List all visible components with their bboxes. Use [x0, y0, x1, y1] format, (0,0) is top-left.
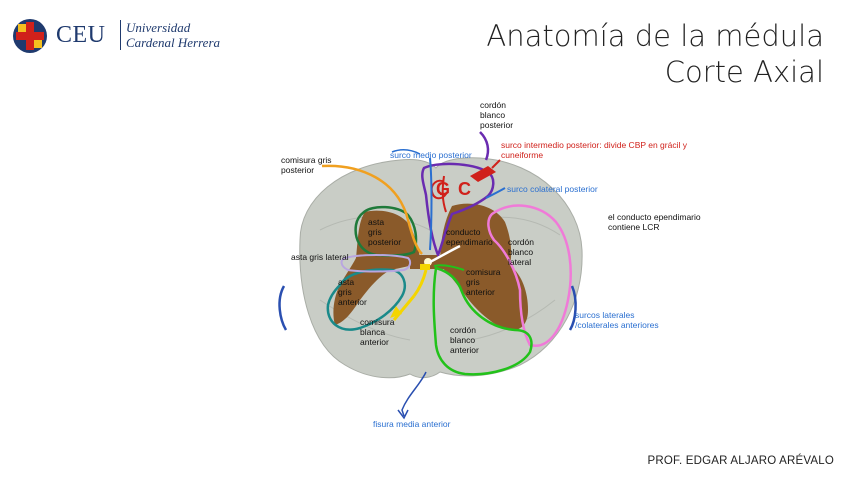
- label-letter-c: C: [458, 179, 471, 199]
- outline-cordon-blanco-anterior: [432, 266, 533, 376]
- label-surco-medio-posterior: surco medio posterior: [390, 150, 472, 160]
- label-surco-colateral-posterior: surco colateral posterior: [507, 184, 598, 194]
- label-cordon-blanco-lateral: cordón blanco lateral: [508, 237, 534, 267]
- author-credit: PROF. EDGAR ALJARO ARÉVALO: [647, 455, 834, 467]
- title-line-2: Corte Axial: [664, 55, 824, 89]
- label-cordon-blanco-anterior: cordón blanco anterior: [450, 325, 479, 355]
- label-conducto-ependimario-note: el conducto ependimario contiene LCR: [608, 212, 701, 232]
- label-surcos-laterales: surcos laterales /colaterales anteriores: [575, 310, 659, 330]
- label-surco-intermedio-posterior: surco intermedio posterior: divide CBP e…: [501, 140, 687, 160]
- logo-line-2: Cardenal Herrera: [126, 35, 221, 50]
- title-line-1: Anatomía de la médula: [486, 19, 824, 53]
- label-fisura-media-anterior: fisura media anterior: [373, 419, 451, 429]
- ceu-shield-icon: [13, 19, 47, 53]
- label-comisura-blanca-anterior: comisura blanca anterior: [360, 317, 395, 347]
- outline-asta-gris-lateral: [340, 254, 412, 273]
- slide-title: Anatomía de la médula Corte Axial: [486, 18, 824, 90]
- logo-divider: [120, 20, 121, 50]
- label-conducto-ependimario: conducto ependimario: [446, 227, 493, 247]
- ceu-logo: CEU Universidad Cardenal Herrera: [12, 16, 220, 56]
- label-cordon-blanco-posterior: cordón blanco posterior: [480, 100, 514, 130]
- red-surco-intermedio: [470, 166, 496, 182]
- label-asta-gris-lateral: asta gris lateral: [291, 252, 349, 262]
- outline-asta-gris-anterior: [326, 268, 406, 331]
- outline-cordon-blanco-lateral: [487, 204, 572, 348]
- label-comisura-gris-posterior: comisura gris posterior: [281, 155, 332, 175]
- gray-matter-right: [440, 203, 528, 331]
- label-asta-gris-posterior: asta gris posterior: [368, 217, 402, 247]
- logo-line-1: Universidad: [126, 20, 191, 35]
- label-asta-gris-anterior: asta gris anterior: [338, 277, 367, 307]
- gray-matter-left: [333, 210, 420, 325]
- logo-abbr: CEU: [56, 22, 106, 48]
- label-comisura-gris-anterior: comisura gris anterior: [466, 267, 501, 297]
